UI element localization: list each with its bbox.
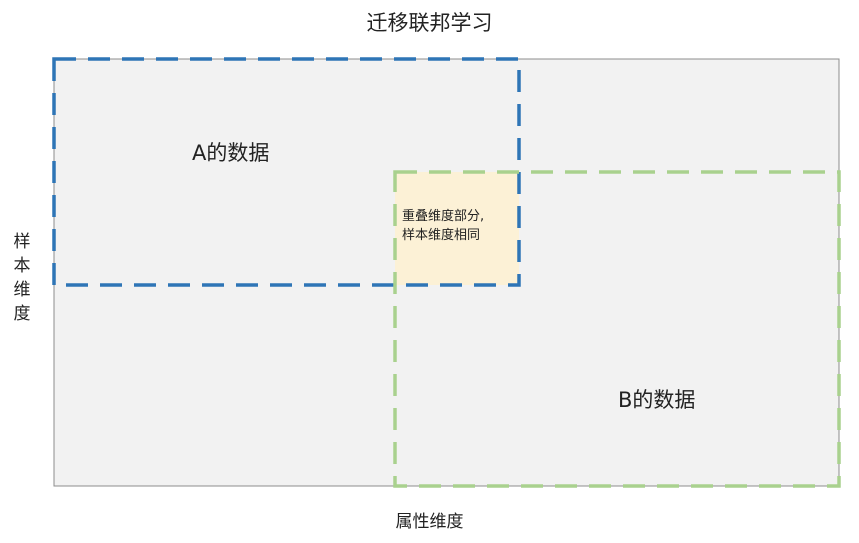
dataset-b-label: B的数据 <box>618 388 696 412</box>
dataset-b-region <box>393 170 841 488</box>
dataset-a-label: A的数据 <box>192 141 270 165</box>
overlap-region <box>395 172 519 285</box>
overlap-label-line2: 样本维度相同 <box>402 228 481 243</box>
overlap-label-line1: 重叠维度部分, <box>402 209 485 224</box>
diagram-title: 迁移联邦学习 <box>366 11 493 35</box>
overlap-label: 重叠维度部分, 样本维度相同 <box>402 207 484 245</box>
x-axis-label: 属性维度 <box>395 512 464 532</box>
y-axis-label: 样本维度 <box>13 232 31 324</box>
